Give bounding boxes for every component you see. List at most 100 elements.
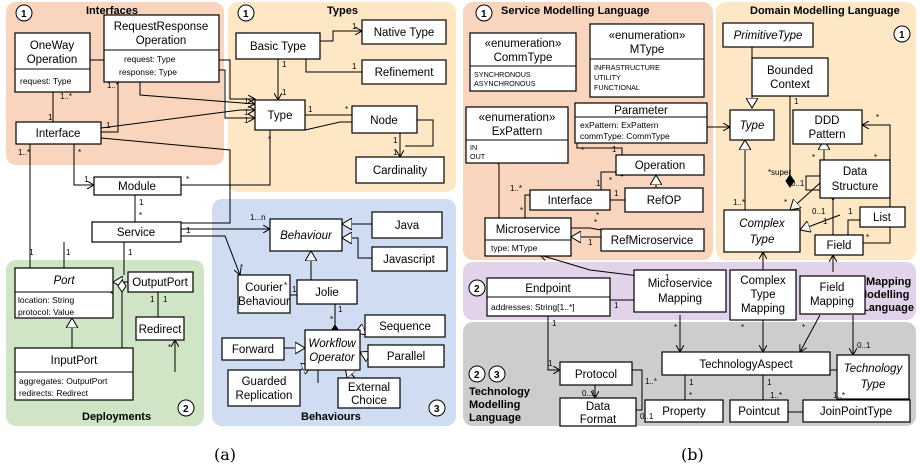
class-external-choice: External Choice — [337, 377, 401, 409]
class-javascript: Javascript — [371, 246, 448, 272]
svg-text:OneWay: OneWay — [30, 40, 75, 52]
class-ctmapping: Complex Type Mapping — [729, 269, 797, 321]
svg-text:1: 1 — [689, 378, 694, 387]
svg-text:1: 1 — [338, 305, 343, 314]
svg-text:Mapping: Mapping — [741, 303, 785, 315]
svg-text:exPattern: ExPattern: exPattern: ExPattern — [580, 120, 659, 130]
svg-text:response: Type: response: Type — [119, 67, 177, 77]
svg-text:*: * — [330, 315, 333, 324]
edge-interface-type — [100, 110, 255, 129]
svg-text:MType: MType — [630, 44, 665, 56]
svg-text:Service: Service — [117, 227, 155, 239]
svg-text:1: 1 — [393, 148, 398, 157]
interfaces-title: Interfaces — [86, 5, 138, 17]
svg-text:*: * — [284, 281, 287, 290]
svg-text:1..*: 1..* — [60, 92, 72, 101]
svg-text:Port: Port — [53, 275, 75, 287]
svg-text:*: * — [741, 323, 744, 332]
class-native-type: Native Type — [361, 19, 447, 45]
svg-text:Operation: Operation — [136, 35, 187, 47]
svg-text:*: * — [689, 391, 692, 400]
svg-text:1: 1 — [548, 359, 553, 368]
enum-expattern: «enumeration» ExPattern IN OUT — [465, 106, 569, 164]
class-jolie: Jolie — [296, 279, 358, 305]
svg-text:External: External — [348, 382, 390, 394]
svg-text:Protocol: Protocol — [575, 369, 617, 381]
svg-text:Data: Data — [586, 401, 611, 413]
class-oneway-operation: OneWay Operation request: Type — [14, 32, 91, 93]
caption-a: (a) — [214, 445, 236, 464]
edge-par-workflow — [360, 352, 368, 356]
edge-js-behaviour — [342, 238, 372, 259]
svg-text:RefMicroservice: RefMicroservice — [611, 235, 693, 247]
svg-text:Redirect: Redirect — [139, 324, 183, 336]
mml-title-2: Modelling — [858, 289, 909, 301]
svg-text:*: * — [345, 105, 348, 114]
svg-text:RequestResponse: RequestResponse — [114, 21, 209, 33]
svg-text:Parameter: Parameter — [614, 105, 668, 117]
svg-text:type: MType: type: MType — [491, 243, 538, 253]
svg-text:1: 1 — [163, 295, 168, 304]
edge-msmap-ms — [540, 255, 656, 279]
svg-text:Workflow: Workflow — [308, 338, 356, 350]
svg-text:aggregates: OutputPort: aggregates: OutputPort — [19, 376, 108, 386]
svg-text:Type: Type — [861, 379, 886, 391]
svg-text:*: * — [268, 135, 271, 144]
class-msmapping: Microservice Mapping — [633, 269, 727, 313]
svg-text:FUNCTIONAL: FUNCTIONAL — [594, 83, 640, 92]
class-complextype: Complex Type — [723, 209, 801, 253]
svg-text:1: 1 — [393, 136, 398, 145]
svg-text:redirects: Redirect: redirects: Redirect — [19, 388, 89, 398]
class-dataformat: Data Format — [559, 397, 637, 427]
badge-tml-3-label: 3 — [494, 370, 500, 381]
svg-text:Complex: Complex — [740, 275, 786, 287]
svg-text:1: 1 — [244, 97, 249, 106]
class-reqresp-operation: RequestResponse Operation request: Type … — [103, 14, 220, 83]
svg-text:Pointcut: Pointcut — [738, 406, 780, 418]
svg-text:DDD: DDD — [815, 115, 840, 127]
edge-basic-refinement — [305, 59, 375, 77]
left-multiplicities: 1..* 1..* 1 1 1 1 1 1 1 * 1 1 1 1 1 * 1.… — [18, 22, 398, 352]
svg-text:Node: Node — [370, 115, 398, 127]
edge-operation-param — [576, 143, 623, 155]
edge-ms-refms — [571, 227, 602, 231]
svg-text:1: 1 — [552, 319, 557, 328]
class-service: Service — [91, 221, 182, 243]
svg-text:Context: Context — [770, 79, 810, 91]
svg-text:1..*: 1..* — [770, 391, 782, 400]
svg-text:1: 1 — [139, 198, 144, 207]
class-module: Module — [93, 176, 182, 196]
class-node: Node — [351, 105, 418, 134]
right-multiplicities: * 1 * 1 1..* * 1 * 1 * 1 * * super 0..1 … — [510, 97, 879, 421]
svg-text:SYNCHRONOUS: SYNCHRONOUS — [474, 70, 531, 79]
svg-text:*: * — [110, 290, 113, 299]
svg-text:JoinPointType: JoinPointType — [820, 406, 892, 418]
svg-text:Format: Format — [580, 414, 617, 426]
mml-title-3: Language — [862, 302, 914, 314]
edge-endpoint-protocol — [547, 310, 560, 370]
badge-mml — [468, 279, 486, 297]
mml-title-1: Mapping — [866, 276, 911, 288]
svg-text:Interface: Interface — [548, 195, 593, 207]
class-refinement: Refinement — [361, 59, 447, 85]
badge-types — [237, 4, 255, 22]
class-endpoint: Endpoint addresses: String[1..*] — [486, 277, 611, 317]
svg-text:*: * — [581, 146, 584, 155]
svg-text:*: * — [866, 233, 869, 242]
svg-text:Field: Field — [820, 282, 845, 294]
svg-text:Mapping: Mapping — [658, 293, 702, 305]
svg-text:1: 1 — [848, 207, 853, 216]
svg-text:1: 1 — [308, 105, 313, 114]
svg-text:1: 1 — [794, 97, 799, 106]
svg-text:request: Type: request: Type — [124, 54, 176, 64]
badge-dml-label: 1 — [899, 30, 905, 41]
svg-text:Operation: Operation — [27, 54, 78, 66]
svg-text:Field: Field — [827, 240, 852, 252]
svg-text:*: * — [874, 153, 877, 162]
svg-text:1: 1 — [665, 273, 670, 282]
svg-text:*: * — [520, 206, 523, 215]
svg-text:1: 1 — [588, 238, 593, 247]
svg-text:*: * — [784, 198, 787, 207]
svg-text:Complex: Complex — [739, 218, 786, 230]
svg-text:addresses: String[1..*]: addresses: String[1..*] — [491, 302, 575, 312]
